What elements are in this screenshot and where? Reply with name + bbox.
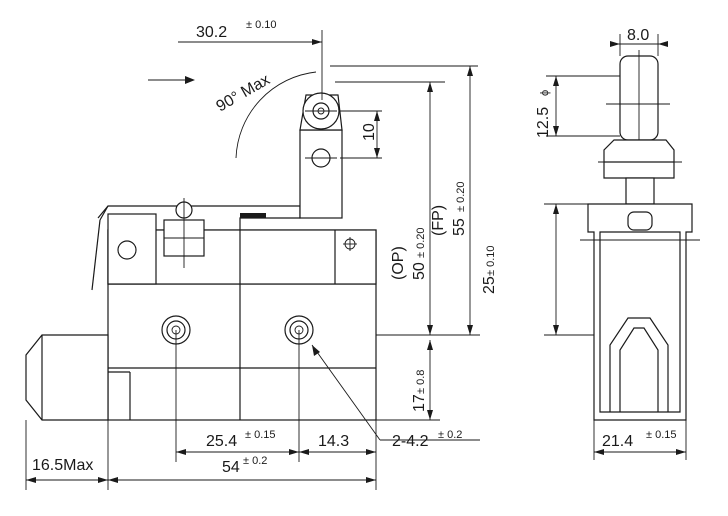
dim-angle: 90° Max (214, 71, 273, 115)
dim-pitch: 25.4 (206, 433, 237, 450)
dim-pitch-tol: ± 0.15 (245, 429, 276, 441)
dim-op-value: 50 (411, 262, 428, 280)
dim-op-label: (OP) (390, 246, 407, 280)
dim-height-25-tol: ± 0.10 (485, 245, 497, 276)
dim-lever-hole: 10 (361, 123, 378, 141)
dim-side-width: 21.4 (602, 433, 633, 450)
side-housing (587, 203, 693, 421)
dim-height-17: 17 (411, 394, 428, 412)
side-dimensions (544, 34, 687, 460)
dim-top-width: 30.2 (196, 24, 227, 41)
dim-holes: 2-4.2 (392, 433, 429, 450)
dim-roller-diameter-symbol: ϕ (539, 90, 551, 96)
dim-height-17-tol: ± 0.8 (415, 370, 427, 394)
front-view (25, 92, 377, 421)
dim-roller-width: 8.0 (627, 27, 649, 44)
dim-side-width-tol: ± 0.15 (646, 429, 677, 441)
dim-height-25: 25 (481, 276, 498, 294)
dim-fp-tol: ± 0.20 (455, 181, 467, 212)
dim-plunger: 16.5Max (32, 457, 93, 474)
dim-edge: 14.3 (318, 433, 349, 450)
cable-boot (25, 334, 109, 421)
front-dimensions (25, 30, 480, 490)
dim-body-len-tol: ± 0.2 (243, 455, 267, 467)
dim-roller-diameter: 12.5 (535, 107, 552, 138)
dim-fp-value: 55 (451, 218, 468, 236)
hinge-pin (117, 240, 137, 260)
dim-holes-tol: ± 0.2 (438, 429, 462, 441)
side-view (580, 50, 700, 421)
dim-body-len: 54 (222, 459, 240, 476)
dim-top-width-tol: ± 0.10 (246, 19, 277, 31)
dimension-arrows (26, 39, 686, 483)
dim-op-tol: ± 0.20 (415, 227, 427, 258)
dim-fp-label: (FP) (430, 205, 447, 236)
